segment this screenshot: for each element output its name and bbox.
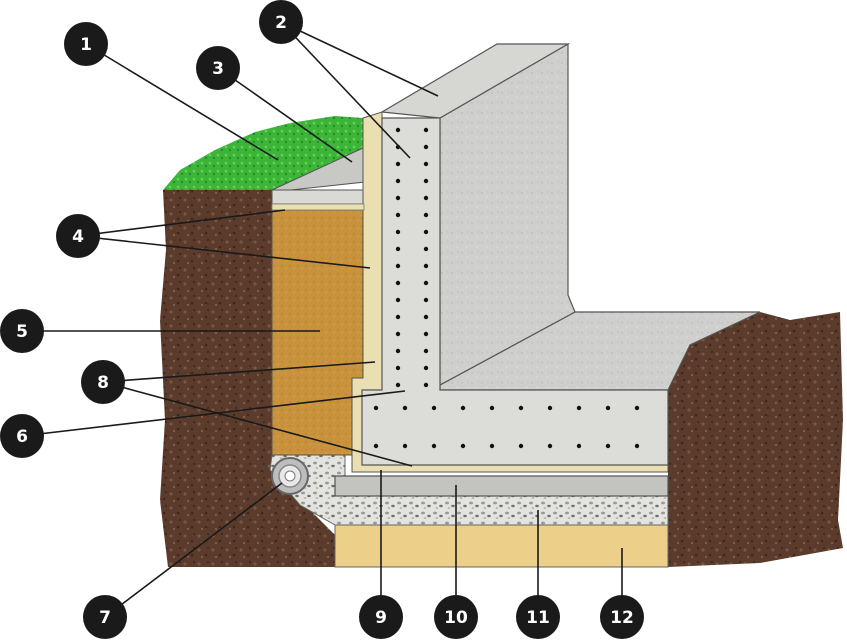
rebar-dot: [605, 405, 611, 411]
callout-6-label: 6: [16, 427, 28, 447]
rebar-dot: [460, 443, 466, 449]
rebar-dots: [373, 127, 640, 449]
rebar-dot: [395, 246, 401, 252]
callout-1-label: 1: [80, 35, 92, 55]
soil-left-block: [160, 190, 335, 567]
callout-11-label: 11: [526, 608, 550, 628]
sand-base-layer: [334, 524, 669, 568]
callout-2: 2: [259, 0, 303, 44]
callout-5: 5: [0, 309, 44, 353]
callout-9: 9: [359, 595, 403, 639]
rebar-dot: [423, 365, 429, 371]
rebar-dot: [395, 348, 401, 354]
rebar-dot: [423, 127, 429, 133]
rebar-dot: [518, 443, 524, 449]
rebar-dot: [489, 443, 495, 449]
foundation-wall-section: [361, 117, 669, 466]
callout-3: 3: [196, 46, 240, 90]
rebar-dot: [395, 331, 401, 337]
callout-10: 10: [434, 595, 478, 639]
rebar-dot: [634, 443, 640, 449]
callout-4: 4: [56, 214, 100, 258]
callout-11: 11: [516, 595, 560, 639]
rebar-dot: [395, 161, 401, 167]
rebar-dot: [395, 280, 401, 286]
rebar-dot: [395, 212, 401, 218]
rebar-dot: [547, 405, 553, 411]
soil-right-block: [668, 312, 843, 567]
rebar-dot: [373, 443, 379, 449]
rebar-dot: [431, 405, 437, 411]
rebar-dot: [423, 246, 429, 252]
rebar-dot: [373, 405, 379, 411]
drain-pipe-hole: [284, 470, 296, 482]
wall-top-face: [380, 43, 571, 119]
callout-8-label: 8: [97, 373, 109, 393]
rebar-dot: [395, 263, 401, 269]
rebar-dot: [423, 263, 429, 269]
callout-10-label: 10: [444, 608, 468, 628]
leader-lines: [21, 21, 623, 618]
rebar-dot: [547, 443, 553, 449]
callout-7-label: 7: [99, 608, 111, 628]
rebar-dot: [423, 331, 429, 337]
callout-5-label: 5: [16, 322, 28, 342]
callout-9-label: 9: [375, 608, 387, 628]
insulation-strip: [271, 203, 365, 211]
blind-area-edge: [271, 189, 365, 205]
rebar-dot: [402, 405, 408, 411]
rebar-dot: [423, 195, 429, 201]
callout-7: 7: [83, 595, 127, 639]
rebar-dot: [431, 443, 437, 449]
rebar-dot: [576, 443, 582, 449]
rebar-dot: [395, 297, 401, 303]
callout-8: 8: [81, 360, 125, 404]
callout-6: 6: [0, 414, 44, 458]
rebar-dot: [395, 195, 401, 201]
rebar-dot: [423, 144, 429, 150]
callout-2-label: 2: [275, 13, 287, 33]
rebar-dot: [395, 229, 401, 235]
rebar-dot: [395, 178, 401, 184]
rebar-dot: [423, 229, 429, 235]
rebar-dot: [423, 161, 429, 167]
concrete-preparation: [334, 475, 669, 497]
rebar-dot: [605, 443, 611, 449]
rebar-dot: [402, 443, 408, 449]
rebar-dot: [423, 314, 429, 320]
callout-12: 12: [600, 595, 644, 639]
callout-1: 1: [64, 22, 108, 66]
rebar-dot: [423, 348, 429, 354]
rebar-dot: [423, 297, 429, 303]
callout-12-label: 12: [610, 608, 634, 628]
callout-3-label: 3: [212, 59, 224, 79]
rebar-dot: [395, 365, 401, 371]
rebar-dot: [518, 405, 524, 411]
rebar-dot: [634, 405, 640, 411]
rebar-dot: [489, 405, 495, 411]
rebar-dot: [395, 314, 401, 320]
rebar-dot: [423, 212, 429, 218]
rebar-dot: [423, 382, 429, 388]
rebar-dot: [395, 127, 401, 133]
rebar-dot: [576, 405, 582, 411]
rebar-dot: [423, 178, 429, 184]
rebar-dot: [460, 405, 466, 411]
callout-4-label: 4: [72, 227, 84, 247]
rebar-dot: [395, 382, 401, 388]
sand-backfill: [271, 209, 365, 456]
rebar-dot: [423, 280, 429, 286]
